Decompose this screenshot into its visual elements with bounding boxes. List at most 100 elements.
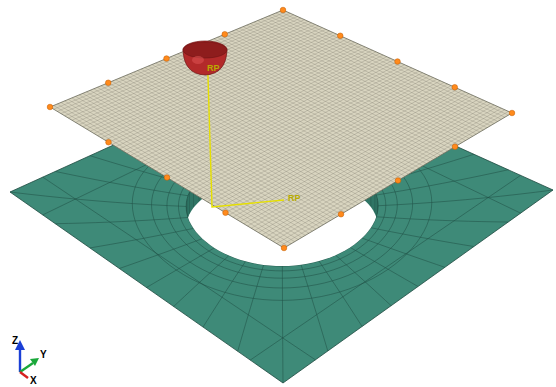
impactor-bowl: [183, 41, 227, 75]
mesh-line: [251, 99, 480, 229]
boundary-point: [395, 59, 401, 65]
mesh-line: [217, 37, 447, 151]
wall-line: [350, 247, 351, 269]
wall-line: [294, 265, 295, 287]
mesh-radial: [10, 192, 186, 206]
mesh-radial: [119, 239, 202, 269]
boundary-point: [222, 31, 228, 37]
wall-line: [358, 241, 359, 263]
mesh-line: [239, 28, 469, 138]
mesh-line: [261, 19, 490, 126]
boundary-point: [105, 80, 111, 86]
reference-point-label: RP: [288, 194, 301, 203]
mesh-line: [240, 94, 469, 222]
wall-line: [193, 228, 194, 250]
x-axis: [20, 372, 28, 378]
wall-line: [206, 242, 207, 264]
mesh-line: [167, 62, 398, 178]
wall-line: [186, 206, 187, 228]
mesh-line: [228, 33, 458, 145]
mesh-line: [236, 92, 465, 219]
mesh-radial: [362, 238, 445, 267]
mesh-radial: [376, 217, 508, 222]
wall-line: [307, 264, 308, 286]
mesh-radial: [147, 248, 215, 288]
wall-line: [319, 261, 320, 283]
mesh-line: [225, 34, 455, 147]
mesh-line: [243, 27, 473, 137]
mesh-line: [269, 107, 497, 240]
mesh-radial: [238, 265, 264, 351]
mesh-line: [207, 42, 438, 157]
wall-line: [282, 266, 283, 288]
wall-line: [377, 199, 378, 221]
mesh-radial: [301, 265, 328, 351]
wall-line: [365, 235, 366, 257]
mesh-radial: [319, 261, 362, 326]
mesh-line: [247, 97, 476, 226]
mesh-line: [279, 12, 508, 116]
axis-label: Y: [40, 350, 47, 360]
mesh-radial: [55, 217, 188, 223]
boundary-point: [280, 7, 286, 13]
plate-mesh: [54, 12, 509, 246]
boundary-point: [338, 211, 344, 217]
boundary-point: [47, 104, 53, 110]
mesh-line: [276, 13, 505, 117]
mesh-line: [214, 39, 444, 153]
wall-line: [186, 199, 187, 221]
y-axis: [20, 363, 33, 372]
axis-label: X: [30, 376, 37, 386]
axis-triad: [15, 340, 39, 378]
mesh-line: [204, 78, 434, 200]
boundary-point: [106, 139, 112, 145]
wall-line: [378, 206, 379, 228]
wall-line: [245, 261, 246, 283]
wall-line: [340, 253, 341, 275]
mesh-radial: [90, 228, 194, 248]
mesh-line: [210, 40, 441, 155]
mesh-line: [171, 63, 401, 180]
mesh-line: [258, 21, 488, 128]
wall-line: [234, 258, 235, 280]
boundary-point: [223, 210, 229, 216]
bowl-rim: [183, 42, 227, 58]
boundary-points: [47, 7, 515, 251]
mesh-line: [265, 18, 494, 124]
boundary-point: [281, 245, 287, 251]
wall-line: [374, 220, 375, 242]
upper-plate: [47, 7, 515, 251]
reference-point-label: RP: [207, 64, 220, 73]
boundary-point: [509, 110, 515, 116]
boundary-point: [452, 144, 458, 150]
wall-line: [199, 235, 200, 257]
wall-line: [370, 228, 371, 250]
mesh-line: [221, 36, 451, 149]
wall-line: [377, 213, 378, 235]
wall-line: [189, 221, 190, 243]
reference-line: [207, 44, 284, 207]
axis-label: Z: [12, 336, 18, 346]
mesh-radial: [282, 266, 284, 383]
mesh-line: [272, 15, 501, 120]
mesh-line: [177, 54, 408, 174]
wall-line: [374, 192, 375, 214]
wall-line: [186, 214, 187, 236]
wall-line: [223, 253, 224, 275]
mesh-line: [268, 16, 497, 121]
mesh-line: [247, 25, 477, 134]
boundary-point: [452, 84, 458, 90]
wall-line: [214, 248, 215, 270]
mesh-line: [254, 22, 484, 130]
mesh-radial: [55, 171, 188, 195]
bowl-highlight: [192, 56, 204, 64]
mesh-radial: [371, 228, 474, 247]
mesh-line: [262, 103, 490, 234]
z-axis: [19, 348, 21, 372]
mesh-line: [200, 76, 430, 197]
mesh-line: [258, 102, 487, 233]
bowl-body: [183, 41, 227, 75]
y-arrow: [30, 358, 39, 366]
